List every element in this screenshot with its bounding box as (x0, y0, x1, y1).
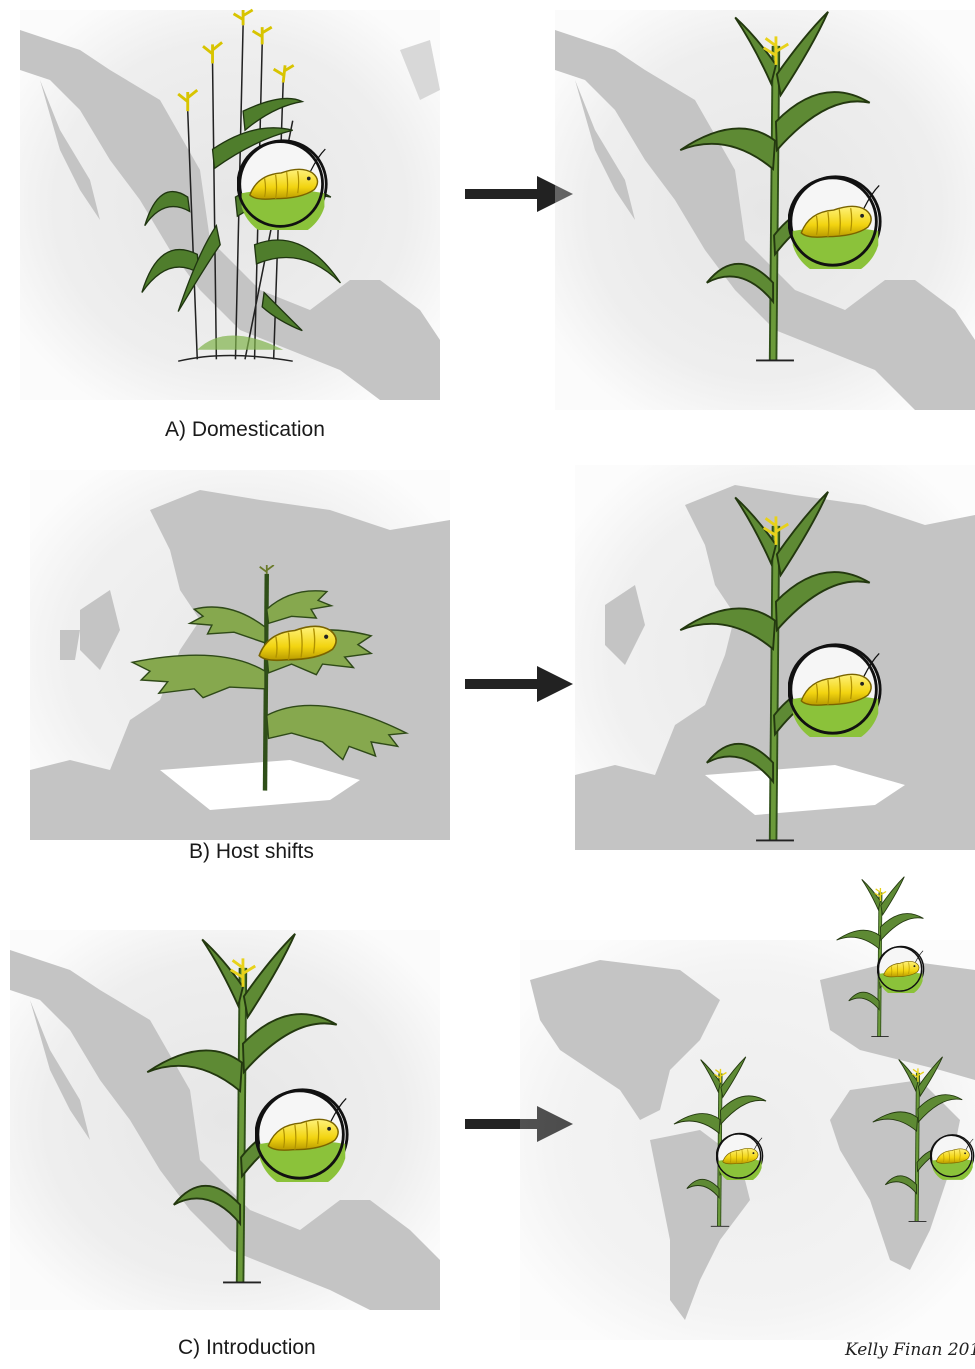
larva-icon (716, 1132, 764, 1180)
right-arrow-icon (465, 664, 575, 704)
larva-icon (788, 174, 883, 269)
larva-icon (255, 612, 345, 672)
caption-domestication: A) Domestication (165, 418, 325, 442)
larva-icon (255, 1087, 350, 1182)
larva-icon (930, 1132, 975, 1180)
artist-signature: Kelly Finan 2015 (845, 1340, 975, 1360)
caption-introduction: C) Introduction (178, 1336, 316, 1360)
larva-icon (237, 138, 329, 230)
larva-icon (877, 945, 925, 993)
caption-host-shifts: B) Host shifts (189, 840, 314, 864)
weed-host-plant-icon (95, 565, 435, 795)
larva-icon (788, 642, 883, 737)
